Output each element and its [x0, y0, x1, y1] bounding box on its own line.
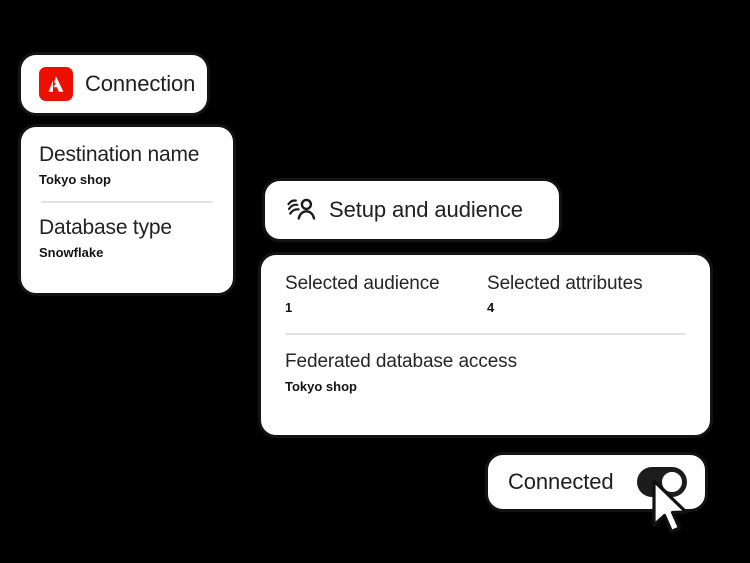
audience-divider	[285, 333, 686, 336]
destination-divider	[41, 201, 213, 204]
audience-group-icon	[285, 195, 317, 225]
connected-label: Connected	[508, 469, 614, 494]
connection-label: Connection	[85, 71, 196, 96]
destination-name-field: Destination name Tokyo shop	[39, 143, 215, 187]
destination-name-label: Destination name	[39, 143, 200, 166]
federated-access-field: Federated database access Tokyo shop	[285, 351, 686, 394]
setup-and-audience-label: Setup and audience	[329, 197, 523, 222]
federated-access-label: Federated database access	[285, 351, 517, 373]
selected-audience-value: 1	[285, 299, 293, 315]
setup-and-audience-card[interactable]: Setup and audience	[262, 178, 562, 242]
selected-audience-stat: Selected audience 1	[285, 273, 487, 315]
selected-attributes-value: 4	[487, 299, 495, 315]
connection-toggle-switch[interactable]	[637, 467, 687, 497]
adobe-logo-icon	[39, 67, 73, 101]
selected-attributes-label: Selected attributes	[487, 273, 643, 294]
connection-card[interactable]: Connection	[18, 52, 210, 116]
database-type-field: Database type Snowflake	[39, 216, 215, 260]
audience-stats-row: Selected audience 1 Selected attributes …	[285, 273, 686, 315]
selected-attributes-stat: Selected attributes 4	[487, 273, 643, 315]
destination-card: Destination name Tokyo shop Database typ…	[18, 124, 236, 296]
audience-details-card: Selected audience 1 Selected attributes …	[258, 252, 713, 438]
connected-card[interactable]: Connected	[485, 452, 708, 512]
database-type-value: Snowflake	[39, 245, 104, 261]
toggle-knob	[660, 470, 684, 494]
selected-audience-label: Selected audience	[285, 273, 440, 294]
destination-name-value: Tokyo shop	[39, 171, 111, 187]
database-type-label: Database type	[39, 216, 172, 240]
federated-access-value: Tokyo shop	[285, 379, 357, 395]
